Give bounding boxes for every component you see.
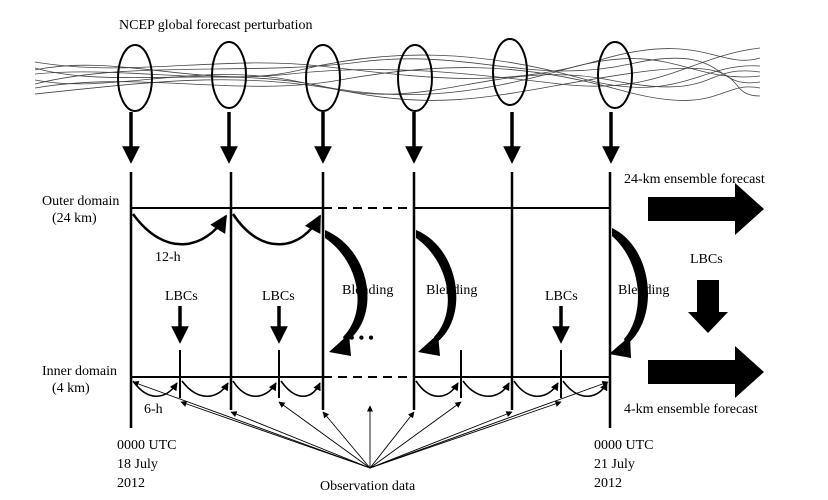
forecast-arrows: [648, 183, 764, 398]
observation-arrows: [132, 380, 609, 469]
outer-domain-resolution: (24 km): [52, 211, 97, 226]
lbc-label-2: LBCs: [262, 289, 295, 304]
sampling-ellipses: [117, 38, 633, 112]
inner-domain-label: Inner domain: [42, 364, 117, 379]
outer-domain-label: Outer domain: [42, 194, 119, 209]
blending-arcs: [325, 228, 648, 358]
timeline-verticals: [129, 172, 612, 428]
ellipse-4: [397, 44, 433, 112]
outer-interval-label: 12-h: [155, 250, 181, 265]
perturbation-arrows: [122, 112, 620, 164]
end-time-line3: 2012: [594, 476, 622, 491]
lbc-label-3: LBCs: [545, 289, 578, 304]
blending-label-1: Blending: [342, 283, 393, 298]
inner-ticks: [179, 350, 562, 398]
lbc-arrows: [171, 306, 570, 344]
blending-arc-3: [612, 228, 648, 345]
outer-cycle-arcs: [131, 213, 322, 246]
ellipse-1: [117, 44, 153, 112]
ellipsis-dots: • • •: [349, 330, 374, 347]
inner-interval-label: 6-h: [144, 402, 163, 417]
lbc-label-1: LBCs: [165, 289, 198, 304]
blending-arc-2: [416, 230, 457, 343]
inner-forecast-label: 4-km ensemble forecast: [624, 402, 758, 417]
end-time-line2: 21 July: [594, 457, 635, 472]
ellipse-6: [597, 41, 633, 109]
ellipse-5: [492, 38, 528, 106]
blending-arc-1: [325, 230, 368, 343]
blending-label-3: Blending: [618, 283, 669, 298]
outer-forecast-arrow: [648, 183, 764, 235]
start-time-line1: 0000 UTC: [117, 438, 177, 453]
observation-label: Observation data: [320, 479, 416, 494]
lbc-down-arrow: [688, 280, 728, 333]
ellipse-3: [305, 44, 341, 112]
inner-forecast-arrow: [648, 346, 764, 398]
ellipse-2: [211, 41, 247, 109]
right-lbcs-label: LBCs: [690, 252, 723, 267]
end-time-line1: 0000 UTC: [594, 438, 654, 453]
start-time-line2: 18 July: [117, 457, 158, 472]
blending-label-2: Blending: [426, 283, 477, 298]
start-time-line3: 2012: [117, 476, 145, 491]
diagram-title: NCEP global forecast perturbation: [119, 18, 312, 33]
inner-domain-resolution: (4 km): [52, 381, 90, 396]
outer-forecast-label: 24-km ensemble forecast: [624, 172, 765, 187]
inner-cycle-arcs: [132, 380, 608, 398]
